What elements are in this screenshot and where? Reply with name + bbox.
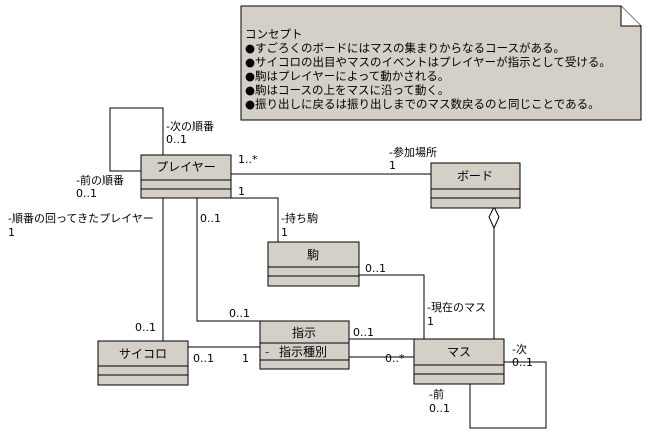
label-dice-instruction-mult-b: 1 — [242, 352, 249, 365]
class-square[interactable]: マス — [413, 338, 505, 385]
label-player-next-role: -次の順番 — [166, 119, 214, 133]
label-square-current-role: -現在のマス — [427, 301, 486, 314]
composition-diamond-icon — [488, 205, 500, 230]
class-dice-name: サイコロ — [119, 347, 167, 361]
label-square-next-mult: 0..1 — [512, 356, 533, 369]
class-piece-name: 駒 — [307, 248, 319, 262]
note-line-3: ●駒はプレイヤーによって動かされる。 — [245, 69, 449, 83]
class-board-name: ボード — [457, 169, 493, 183]
label-player-board-mult: 1..* — [238, 153, 258, 166]
class-square-name: マス — [447, 345, 471, 359]
label-player-prev-role: -前の順番 — [76, 173, 124, 187]
class-player-name: プレイヤー — [156, 160, 216, 174]
label-piece-mult: 1 — [281, 226, 288, 239]
label-square-current-mult: 1 — [427, 315, 434, 328]
label-player-instruction-mult: 0..1 — [200, 212, 221, 225]
piece-square-association — [359, 274, 425, 339]
label-instruction-square-mult: 0..1 — [353, 326, 374, 339]
class-instruction[interactable]: 指示 - 指示種別 — [259, 320, 350, 370]
concept-note: コンセプト ●すごろくのボードにはマスの集まりからなるコースがある。 ●サイコロ… — [240, 5, 642, 121]
label-square-next-role: -次 — [512, 342, 527, 356]
note-line-2: ●サイコロの出目やマスのイベントはプレイヤーが指示として受ける。 — [245, 55, 611, 69]
class-player[interactable]: プレイヤー — [140, 154, 232, 199]
label-board-mult: 1 — [389, 159, 396, 172]
note-line-1: ●すごろくのボードにはマスの集まりからなるコースがある。 — [245, 41, 565, 55]
class-instruction-attribute: 指示種別 — [279, 344, 327, 359]
label-piece-square-mult: 0..1 — [365, 262, 386, 275]
attribute-visibility-icon: - — [265, 345, 269, 359]
player-self-association — [109, 107, 164, 172]
label-player-piece-mult: 1 — [238, 185, 245, 198]
label-dice-player-mult: 0..1 — [135, 321, 156, 334]
class-instruction-name: 指示 — [292, 325, 316, 340]
label-player-prev-mult: 0..1 — [76, 187, 97, 200]
player-piece-association — [231, 197, 279, 242]
note-line-4: ●駒はコースの上をマスに沿って動く。 — [245, 83, 449, 97]
label-square-instruction-mult: 0..* — [385, 352, 405, 365]
label-player-next-mult: 0..1 — [166, 133, 187, 146]
note-title: コンセプト — [245, 27, 303, 41]
square-self-association — [469, 361, 547, 429]
label-piece-role: -持ち駒 — [281, 211, 318, 225]
player-instruction-association — [196, 198, 260, 322]
note-line-5: ●振り出しに戻るは振り出しまでのマス数戻るのと同じことである。 — [245, 97, 600, 111]
class-piece[interactable]: 駒 — [267, 241, 360, 287]
label-square-prev-role: -前 — [429, 387, 444, 401]
label-instruction-player-mult: 0..1 — [229, 307, 250, 320]
label-board-role: -参加場所 — [389, 145, 437, 159]
association-lines — [109, 107, 547, 429]
label-dice-instruction-mult-a: 0..1 — [193, 352, 214, 365]
association-labels: -次の順番 0..1 -前の順番 0..1 1..* -参加場所 1 1 -持ち… — [8, 119, 533, 415]
class-dice[interactable]: サイコロ — [97, 340, 189, 386]
label-square-prev-mult: 0..1 — [429, 402, 450, 415]
label-turned-player-role: -順番の回ってきたプレイヤー — [8, 212, 154, 225]
label-turned-player-mult: 1 — [8, 226, 15, 239]
class-board[interactable]: ボード — [430, 162, 521, 209]
